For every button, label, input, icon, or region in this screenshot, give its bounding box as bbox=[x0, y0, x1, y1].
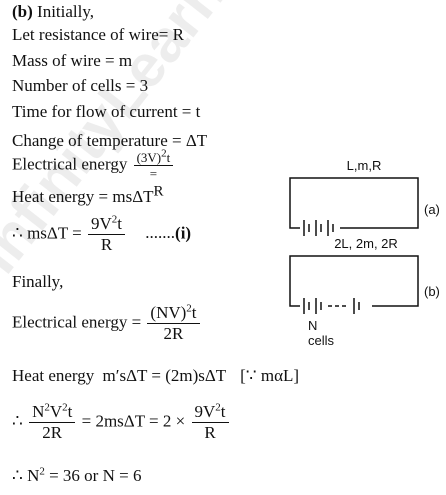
line-resistance: Let resistance of wire= R bbox=[12, 25, 184, 44]
heading-line: (b) Initially, bbox=[12, 2, 94, 22]
heading-text: Initially, bbox=[37, 2, 94, 21]
eq-heat-initial: Heat energy = msΔTR bbox=[12, 183, 164, 206]
circuit-b-diagram bbox=[289, 255, 419, 314]
fraction: 9V2t R bbox=[88, 214, 126, 255]
eq-i: ∴ msΔT = 9V2t R .......(i) bbox=[12, 213, 192, 255]
eq-heat-final: Heat energy m′sΔT = (2m)sΔT [∵ mαL] bbox=[12, 366, 300, 385]
wire-label: 2L, 2m, 2R bbox=[334, 236, 398, 251]
equation-tag: (i) bbox=[175, 223, 192, 243]
eq-electrical-initial: Electrical energy (3V)2t = bbox=[12, 148, 175, 181]
fraction-left: N2V2t 2R bbox=[29, 402, 76, 443]
circuit-a-diagram bbox=[289, 177, 419, 236]
fraction: (NV)2t 2R bbox=[147, 303, 200, 344]
wire-label: L,m,R bbox=[346, 158, 382, 173]
eq-label: Electrical energy bbox=[12, 154, 128, 174]
numerator: (3V)2t bbox=[133, 148, 174, 166]
eq-electrical-final: Electrical energy = (NV)2t 2R bbox=[12, 303, 202, 344]
result-line: ∴ N2 = 36 or N = 6 bbox=[12, 465, 142, 485]
fraction-right: 9V2t R bbox=[191, 402, 229, 443]
line-mass: Mass of wire = m bbox=[12, 51, 133, 70]
circuit-tag: (a) bbox=[424, 202, 440, 217]
part-label: (b) bbox=[12, 2, 33, 21]
eq-final: ∴ N2V2t 2R = 2msΔT = 2 × 9V2t R bbox=[12, 402, 231, 443]
line-temperature: Change of temperature = ΔT bbox=[12, 131, 208, 150]
denominator: = bbox=[149, 166, 158, 181]
finally-label: Finally, bbox=[12, 272, 64, 291]
circuit-tag: (b) bbox=[424, 284, 440, 299]
cells-label: N cells bbox=[308, 318, 335, 348]
fraction: (3V)2t = bbox=[133, 148, 174, 181]
line-time: Time for flow of current = t bbox=[12, 102, 201, 121]
line-cells: Number of cells = 3 bbox=[12, 76, 149, 95]
